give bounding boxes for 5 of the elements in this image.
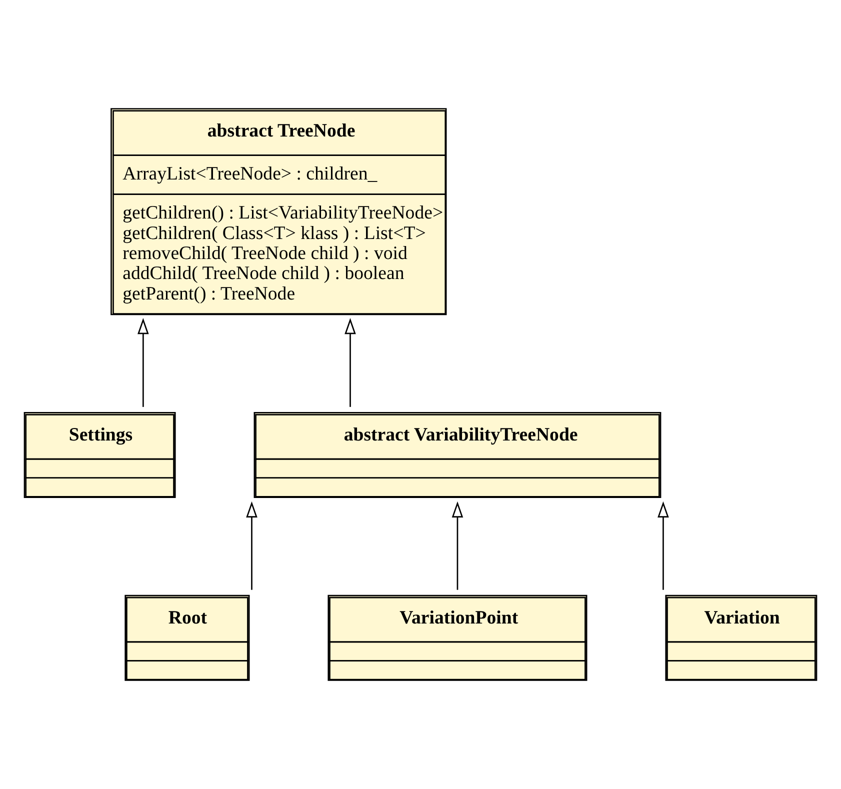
arrow — [138, 318, 149, 407]
arrow — [658, 501, 669, 590]
arrow — [246, 501, 258, 590]
arrow — [344, 318, 356, 407]
arrow — [452, 501, 464, 590]
